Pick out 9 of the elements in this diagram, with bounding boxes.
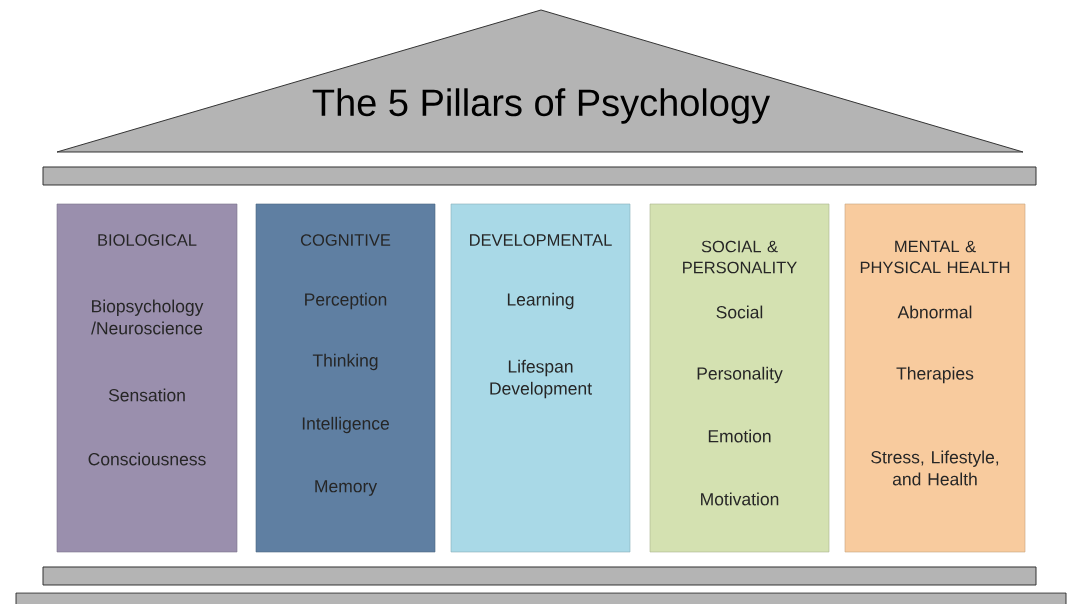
beam xyxy=(42,566,1037,586)
pillar: BIOLOGICAL Biopsychology /Neuroscience Sensation Consciousness xyxy=(56,203,238,553)
beam xyxy=(42,166,1037,186)
pillar: DEVELOPMENTAL Learning Lifespan Development xyxy=(450,203,631,553)
pillar: MENTAL & PHYSICAL HEALTH Abnormal Therapies Stress, Lifestyle, and Health xyxy=(844,203,1026,553)
roof-triangle: The 5 Pillars of Psychology xyxy=(56,9,1024,153)
pillar: COGNITIVE Perception Thinking Intelligence Memory xyxy=(255,203,436,553)
base xyxy=(15,592,1067,604)
pillar: SOCIAL & PERSONALITY Social Personality Emotion Motivation xyxy=(649,203,830,553)
